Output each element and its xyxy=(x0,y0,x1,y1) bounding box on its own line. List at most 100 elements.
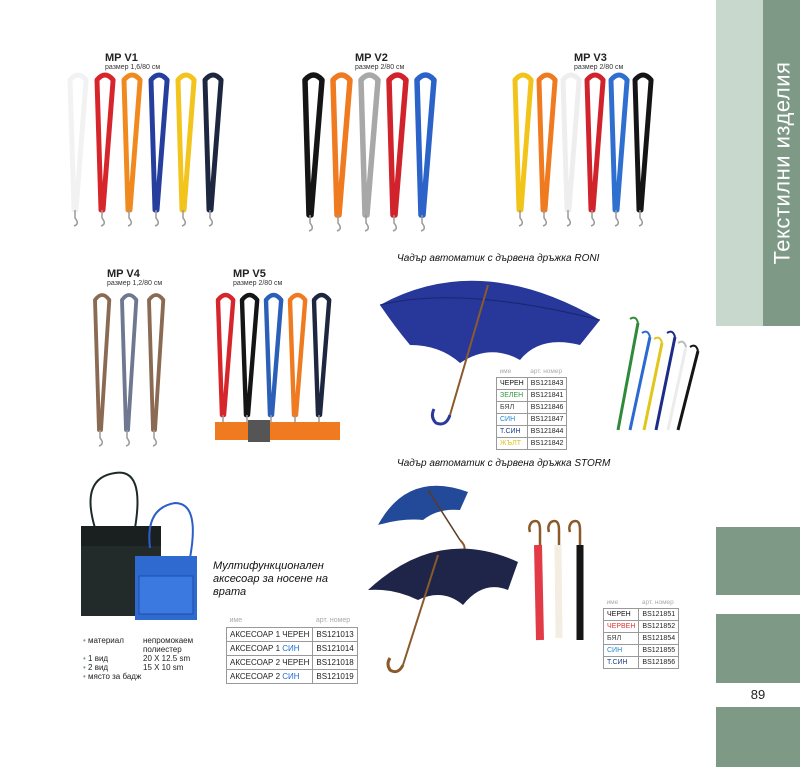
article-number: BS121856 xyxy=(638,656,680,669)
color-name: Т.СИН xyxy=(496,425,528,438)
color-name: ЧЕРЕН xyxy=(602,608,640,621)
accessory-title: Мултифункционален аксесоар за носене на … xyxy=(213,560,328,599)
lanyard-strap xyxy=(287,297,308,418)
lanyard-hook xyxy=(364,215,369,232)
article-number: BS121847 xyxy=(526,413,568,426)
spec-row: място за бадж xyxy=(83,672,193,681)
page-number: 89 xyxy=(716,683,800,707)
article-number: BS121013 xyxy=(312,627,358,642)
spec-value: 15 X 10 sm xyxy=(143,663,184,672)
lanyard-size: размер 2/80 см xyxy=(233,280,283,287)
lanyard-strap xyxy=(148,77,170,213)
lanyard-loop xyxy=(120,293,138,302)
lanyard-loop xyxy=(240,292,259,302)
table-header-name: име xyxy=(606,599,619,606)
lanyard-loop xyxy=(93,293,111,302)
lanyard-hook xyxy=(392,215,397,232)
article-number: BS121014 xyxy=(312,641,358,656)
lanyard-hook xyxy=(154,210,159,227)
product-color: СИН xyxy=(282,672,300,681)
lanyard-hook xyxy=(590,210,595,227)
table-header-code: арт. номер xyxy=(641,599,674,606)
spec-row: полиестер xyxy=(83,645,193,654)
color-name: БЯЛ xyxy=(496,401,528,414)
umbrella-storm-title: Чадър автоматик с дървена дръжка STORM xyxy=(397,458,611,469)
sidebar-block xyxy=(716,527,800,595)
spec-value: непромокаем xyxy=(143,636,194,645)
lanyard-strap xyxy=(632,77,654,213)
product-prefix: АКСЕСОАР 1 xyxy=(230,630,281,639)
product-name: АКСЕСОАР 1 СИН xyxy=(225,641,314,656)
lanyard-hook xyxy=(73,210,78,227)
article-number: BS121018 xyxy=(312,655,358,670)
lanyard-hook xyxy=(518,210,523,227)
accessory-title-line: врата xyxy=(213,586,247,598)
lanyard-title: MP V5 xyxy=(233,268,266,280)
article-number: BS121852 xyxy=(638,620,680,633)
lanyard-hook xyxy=(208,210,213,227)
lanyard-size: размер 1,6/80 см xyxy=(105,64,161,71)
lanyard-strap xyxy=(215,297,236,418)
sidebar-strip xyxy=(763,0,800,326)
article-number: BS121841 xyxy=(526,389,568,402)
lanyard-strap xyxy=(386,77,409,218)
lanyard-hook xyxy=(638,210,643,227)
lanyard-strap xyxy=(414,77,437,218)
lanyard-strap xyxy=(584,77,606,213)
article-number: BS121846 xyxy=(526,401,568,414)
lanyard-loop xyxy=(414,72,437,82)
lanyard-hook xyxy=(98,430,103,447)
lanyard-strap xyxy=(147,298,166,432)
product-prefix: АКСЕСОАР 1 xyxy=(230,644,281,653)
article-number: BS121855 xyxy=(638,644,680,657)
color-name: СИН xyxy=(602,644,640,657)
lanyard-loop xyxy=(633,72,654,82)
spec-value: 20 X 12.5 sm xyxy=(143,654,191,663)
accessory-title-line: аксесоар за носене на xyxy=(213,573,328,585)
lanyard-size: размер 1,2/80 см xyxy=(107,280,163,287)
lanyard-loop xyxy=(68,72,89,82)
lanyard-loop xyxy=(176,72,197,82)
lanyard-hook xyxy=(566,210,571,227)
color-name: Т.СИН xyxy=(602,656,640,669)
lanyard-hook xyxy=(614,210,619,227)
accessory-image xyxy=(81,471,197,620)
umbrella-storm-image xyxy=(368,485,584,674)
lanyard-loop xyxy=(330,72,353,82)
article-number: BS121844 xyxy=(526,425,568,438)
product-name: АКСЕСОАР 2 СИН xyxy=(225,669,314,684)
lanyard-loop xyxy=(561,72,582,82)
lanyard-loop xyxy=(386,72,409,82)
lanyard-title: MP V3 xyxy=(574,52,607,64)
article-number: BS121842 xyxy=(526,437,568,450)
lanyard-buckle xyxy=(248,420,270,442)
product-color: СИН xyxy=(282,644,300,653)
lanyard-strap xyxy=(263,297,284,418)
lanyard-v4-heading: MP V4 размер 1,2/80 см xyxy=(107,268,162,287)
lanyard-loop xyxy=(288,292,307,302)
product-prefix: АКСЕСОАР 2 xyxy=(230,658,281,667)
sidebar-block xyxy=(716,707,800,767)
sidebar-tab xyxy=(716,0,763,326)
lanyard-strap xyxy=(536,77,558,213)
color-name: ЧЕРЕН xyxy=(496,377,528,390)
lanyard-hook xyxy=(100,210,105,227)
color-name: ЧЕРВЕН xyxy=(602,620,640,633)
lanyard-loop xyxy=(122,72,143,82)
table-header-name: име xyxy=(229,617,243,624)
article-number: BS121851 xyxy=(638,608,680,621)
lanyard-loop xyxy=(216,292,235,302)
lanyard-strap xyxy=(512,77,534,213)
